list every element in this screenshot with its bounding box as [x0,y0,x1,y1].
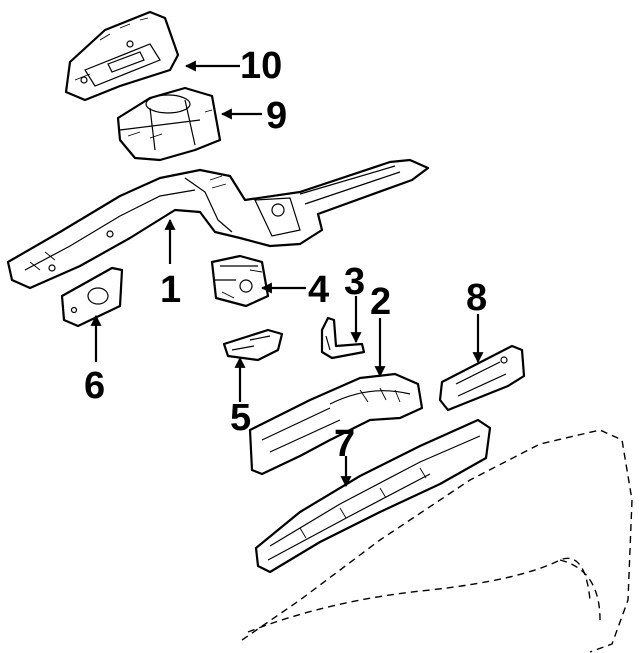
part-10-upper-bracket [64,10,180,102]
callout-1: 1 [160,269,181,311]
callout-10: 10 [240,45,282,87]
part-7-lower-rail [254,418,492,574]
leader-lines [90,60,484,488]
fender-outline [241,429,633,653]
callout-4: 4 [308,269,329,311]
callout-6: 6 [84,365,105,407]
part-5-small-bracket [222,328,284,362]
callout-7: 7 [334,423,355,465]
part-6-plate [60,266,124,328]
callout-3: 3 [344,261,365,303]
part-2-wheelhouse [248,372,424,476]
callout-8: 8 [466,277,487,319]
callout-5: 5 [230,397,251,439]
part-1-frame-rail [6,158,430,290]
part-3-strap-bracket [320,316,366,360]
part-9-strut-housing [116,86,222,162]
callout-2: 2 [370,281,391,323]
callout-9: 9 [266,95,287,137]
part-4-mount-bracket [210,254,270,308]
part-8-reinforcement [438,344,526,412]
callout-labels: 10 9 1 6 4 5 3 2 8 7 [84,45,487,465]
